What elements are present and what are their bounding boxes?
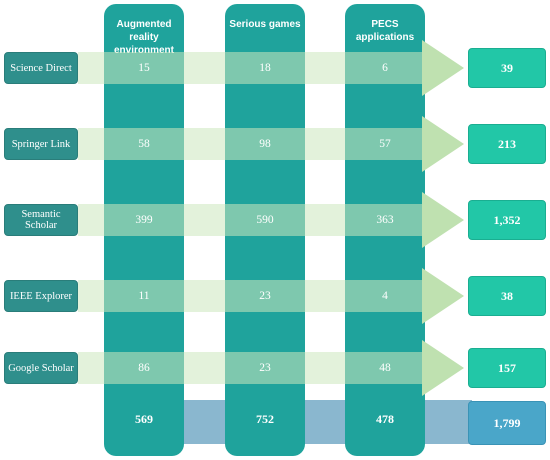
source-google-scholar: Google Scholar [4, 352, 78, 384]
column-header: Serious games [229, 19, 301, 30]
row-total: 213 [468, 124, 546, 164]
arrow-head-icon [422, 40, 464, 96]
cell-value: 57 [379, 138, 391, 150]
cell-value: 6 [382, 62, 388, 74]
column-total: 752 [256, 412, 274, 426]
cell-value: 23 [259, 290, 271, 302]
row-arrow [78, 340, 466, 396]
arrow-head-icon [422, 116, 464, 172]
source-ieee-explorer: IEEE Explorer [4, 280, 78, 312]
row-total: 38 [468, 276, 546, 316]
column-total: 569 [135, 412, 153, 426]
row-total: 1,352 [468, 200, 546, 240]
row-arrow [78, 40, 466, 96]
source-science-direct: Science Direct [4, 52, 78, 84]
column-total: 478 [376, 412, 394, 426]
cell-value: 4 [382, 290, 388, 302]
arrow-head-icon [422, 268, 464, 324]
cell-value: 11 [138, 290, 150, 302]
cell-value: 98 [259, 138, 271, 150]
cell-value: 58 [138, 138, 150, 150]
cell-value: 23 [259, 362, 271, 374]
row-arrow [78, 192, 466, 248]
column-header: PECS applications [355, 19, 415, 43]
row-arrow [78, 268, 466, 324]
arrow-head-icon [422, 192, 464, 248]
source-springer-link: Springer Link [4, 128, 78, 160]
row-total: 39 [468, 48, 546, 88]
row-arrow [78, 116, 466, 172]
cell-value: 48 [379, 362, 391, 374]
cell-value: 399 [135, 214, 153, 226]
source-semantic-scholar: Semantic Scholar [4, 204, 78, 236]
cell-value: 86 [138, 362, 150, 374]
cell-value: 15 [138, 62, 150, 74]
arrow-head-icon [422, 340, 464, 396]
row-total: 157 [468, 348, 546, 388]
grand-total: 1,799 [468, 401, 546, 445]
column-header: Augmented reality environment [113, 19, 174, 56]
cell-value: 363 [376, 214, 394, 226]
cell-value: 18 [259, 62, 271, 74]
cell-value: 590 [256, 214, 274, 226]
